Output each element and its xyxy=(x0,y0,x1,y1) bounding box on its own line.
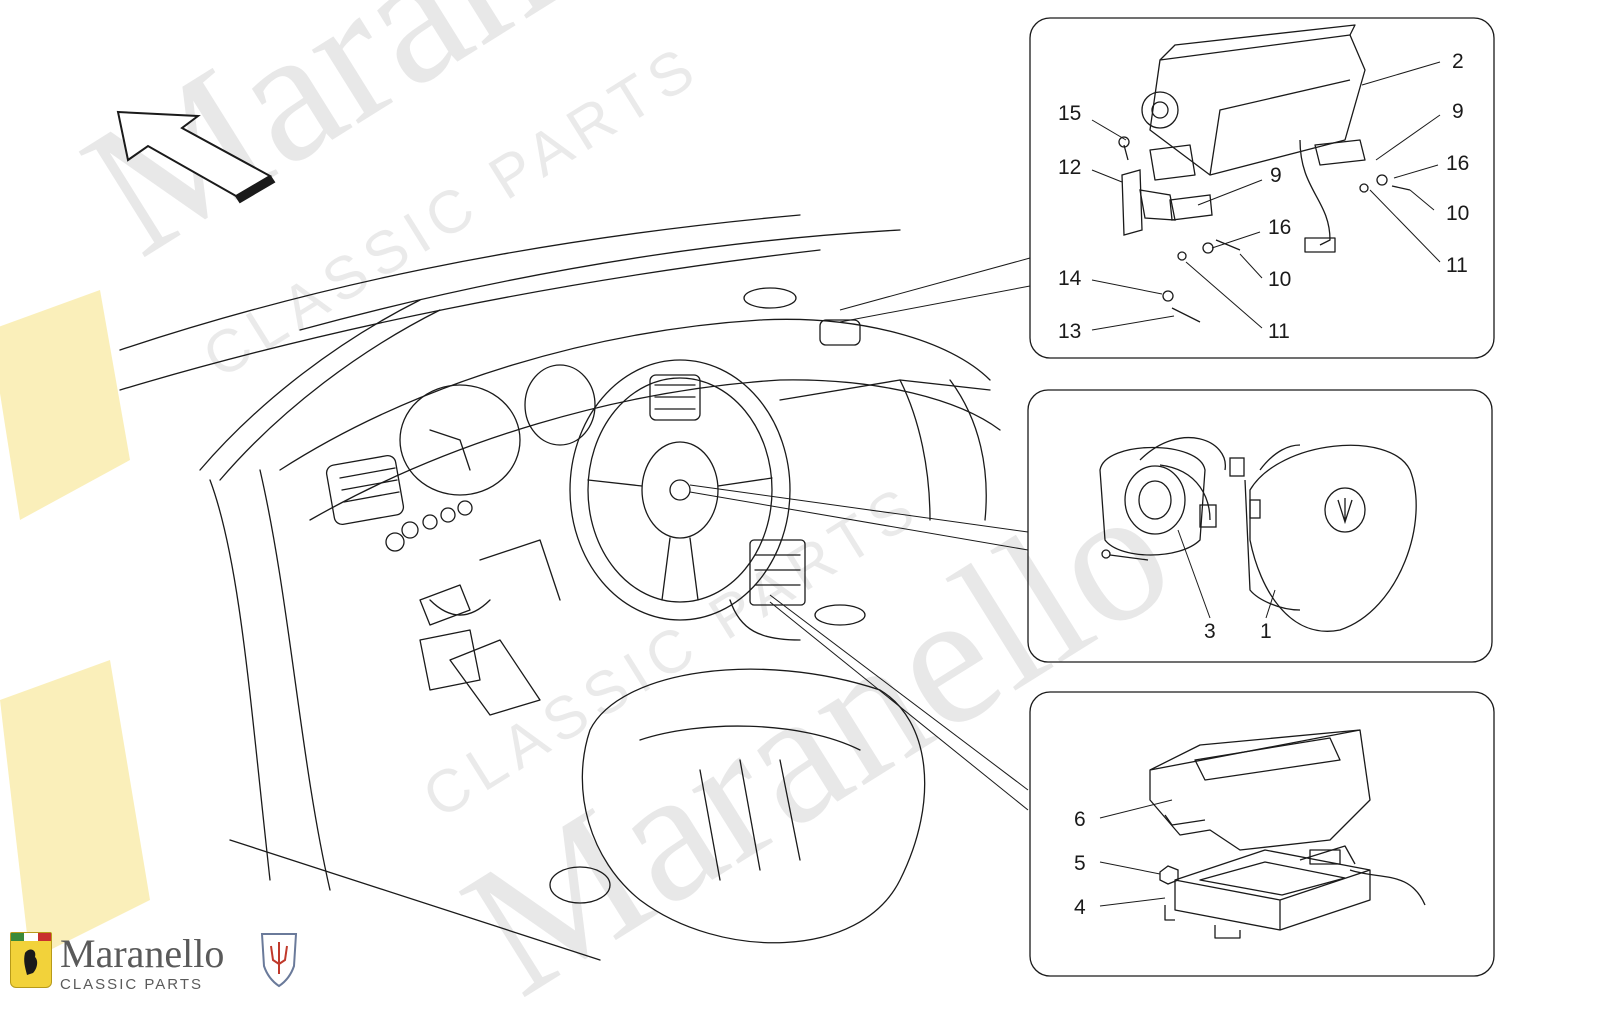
prancing-horse-shield-icon xyxy=(10,932,52,988)
callout-5: 5 xyxy=(1074,852,1086,875)
callout-9-center: 9 xyxy=(1270,164,1282,187)
detail-box-driver-airbag xyxy=(1027,389,1493,663)
callout-11-center: 11 xyxy=(1268,320,1290,343)
callout-10-right: 10 xyxy=(1446,202,1469,225)
callout-16-center: 16 xyxy=(1268,216,1291,239)
callout-13: 13 xyxy=(1058,320,1081,343)
callout-6: 6 xyxy=(1074,808,1086,831)
detail-box-passenger-airbag xyxy=(1029,17,1495,359)
clock-spring-icon xyxy=(1099,436,1245,561)
airbag-control-unit-icon xyxy=(1164,845,1426,939)
driver-airbag-icon xyxy=(1244,444,1417,632)
callout-leaders-box1 xyxy=(1091,61,1441,331)
callout-leaders-box3 xyxy=(1099,799,1173,907)
trident-emblem-icon xyxy=(260,930,298,988)
callout-3: 3 xyxy=(1204,620,1216,643)
bracket-12-icon xyxy=(1121,169,1213,236)
car-interior-illustration xyxy=(119,214,1001,961)
leader-lines xyxy=(689,257,1031,811)
callout-12: 12 xyxy=(1058,156,1081,179)
passenger-airbag-module-icon xyxy=(1141,24,1366,253)
callout-leaders-box2 xyxy=(1177,529,1276,619)
callout-9-right: 9 xyxy=(1452,100,1464,123)
callout-10-center: 10 xyxy=(1268,268,1291,291)
steering-wheel-icon xyxy=(569,359,791,621)
callout-1: 1 xyxy=(1260,620,1272,643)
callout-11-right: 11 xyxy=(1446,254,1468,277)
watermark-crest-icon xyxy=(0,290,150,960)
brand-subtitle: CLASSIC PARTS xyxy=(60,976,203,993)
detail-box-control-unit xyxy=(1029,691,1495,977)
bolts-and-nuts-icon xyxy=(1118,136,1411,323)
callout-14: 14 xyxy=(1058,267,1082,290)
callout-2: 2 xyxy=(1452,50,1464,73)
brand-title: Maranello xyxy=(60,931,225,976)
direction-arrow-icon xyxy=(116,110,276,204)
callout-4: 4 xyxy=(1074,896,1086,919)
control-unit-cover-icon xyxy=(1149,729,1371,851)
callout-16-right: 16 xyxy=(1446,152,1469,175)
brand-logo: Maranello CLASSIC PARTS xyxy=(10,924,310,1004)
nut-5-icon xyxy=(1159,865,1179,885)
callout-15: 15 xyxy=(1058,102,1081,125)
